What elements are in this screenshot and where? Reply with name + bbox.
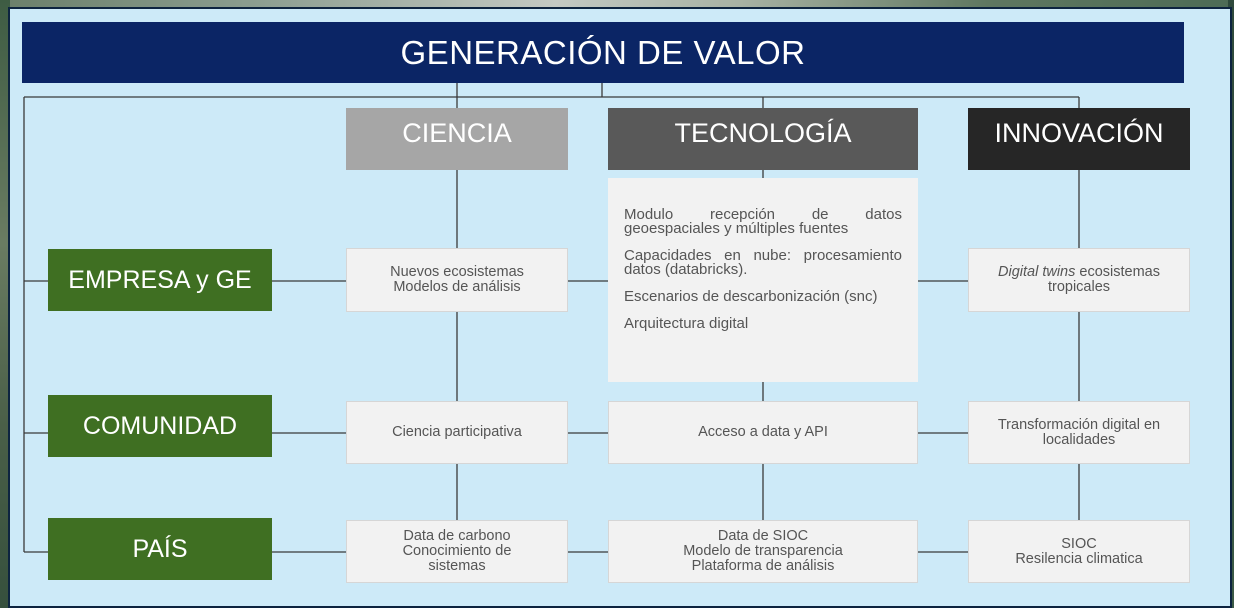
cell-empresa-ciencia: Nuevos ecosistemas Modelos de análisis xyxy=(346,248,568,312)
cell-text-line: Data de SIOC xyxy=(717,528,809,544)
cell-text-line: tropicales xyxy=(1047,279,1111,295)
cell-text-line: Ciencia participativa xyxy=(392,424,522,440)
cell-text-line: Transformación digital en xyxy=(997,416,1161,433)
cell-text-line: Capacidades en nube: procesamiento xyxy=(624,247,902,264)
cell-text-line: Digital twins ecosistemas xyxy=(998,265,1160,280)
cell-text-line: Plataforma de análisis xyxy=(691,558,835,574)
cell-comunidad-innovacion: Transformación digital en localidades xyxy=(968,401,1190,464)
cell-comunidad-ciencia: Ciencia participativa xyxy=(346,401,568,464)
column-header-ciencia: CIENCIA xyxy=(346,108,568,170)
cell-text-line: Modelo de transparencia xyxy=(683,543,843,559)
row-header-empresa: EMPRESA y GE xyxy=(48,249,272,311)
cell-text-line: Nuevos ecosistemas xyxy=(390,264,524,280)
cell-empresa-tecnologia: Modulo recepción de datos geoespaciales … xyxy=(608,178,918,382)
cell-text-line: Data de carbono xyxy=(403,528,511,544)
row-header-comunidad: COMUNIDAD xyxy=(48,395,272,457)
cell-text-line: Resilencia climatica xyxy=(1015,550,1143,567)
cell-text-line: Modulo recepción de datos xyxy=(624,206,902,223)
cell-text-line: Conocimiento de xyxy=(402,543,512,559)
cell-text-line: localidades xyxy=(1042,431,1116,448)
cell-comunidad-tecnologia: Acceso a data y API xyxy=(608,401,918,464)
tech-item-escenarios: Escenarios de descarbonización (snc) xyxy=(624,288,878,305)
column-header-innovacion: INNOVACIÓN xyxy=(968,108,1190,170)
diagram-title: GENERACIÓN DE VALOR xyxy=(22,22,1184,83)
cell-text-line: Modelos de análisis xyxy=(393,279,521,295)
row-header-pais: PAÍS xyxy=(48,518,272,580)
column-header-tecnologia: TECNOLOGÍA xyxy=(608,108,918,170)
tech-item-modulo: Modulo recepción de datos geoespaciales … xyxy=(624,206,902,237)
cell-empresa-innovacion: Digital twins ecosistemas tropicales xyxy=(968,248,1190,312)
cell-text-line: Acceso a data y API xyxy=(698,424,828,440)
cell-pais-innovacion: SIOC Resilencia climatica xyxy=(968,520,1190,583)
cell-text-line: sistemas xyxy=(428,558,486,574)
cell-text-line: datos (databricks). xyxy=(624,261,748,278)
italic-term: Digital twins xyxy=(998,264,1076,280)
background-photo-edge-left xyxy=(0,0,10,608)
tech-item-capacidades: Capacidades en nube: procesamiento datos… xyxy=(624,247,902,278)
tech-item-arquitectura: Arquitectura digital xyxy=(624,315,749,332)
cell-text-fragment: ecosistemas xyxy=(1075,264,1160,280)
cell-pais-ciencia: Data de carbono Conocimiento de sistemas xyxy=(346,520,568,583)
cell-text-line: geoespaciales y múltiples fuentes xyxy=(624,220,849,237)
cell-text-line: SIOC xyxy=(1061,535,1097,552)
cell-pais-tecnologia: Data de SIOC Modelo de transparencia Pla… xyxy=(608,520,918,583)
